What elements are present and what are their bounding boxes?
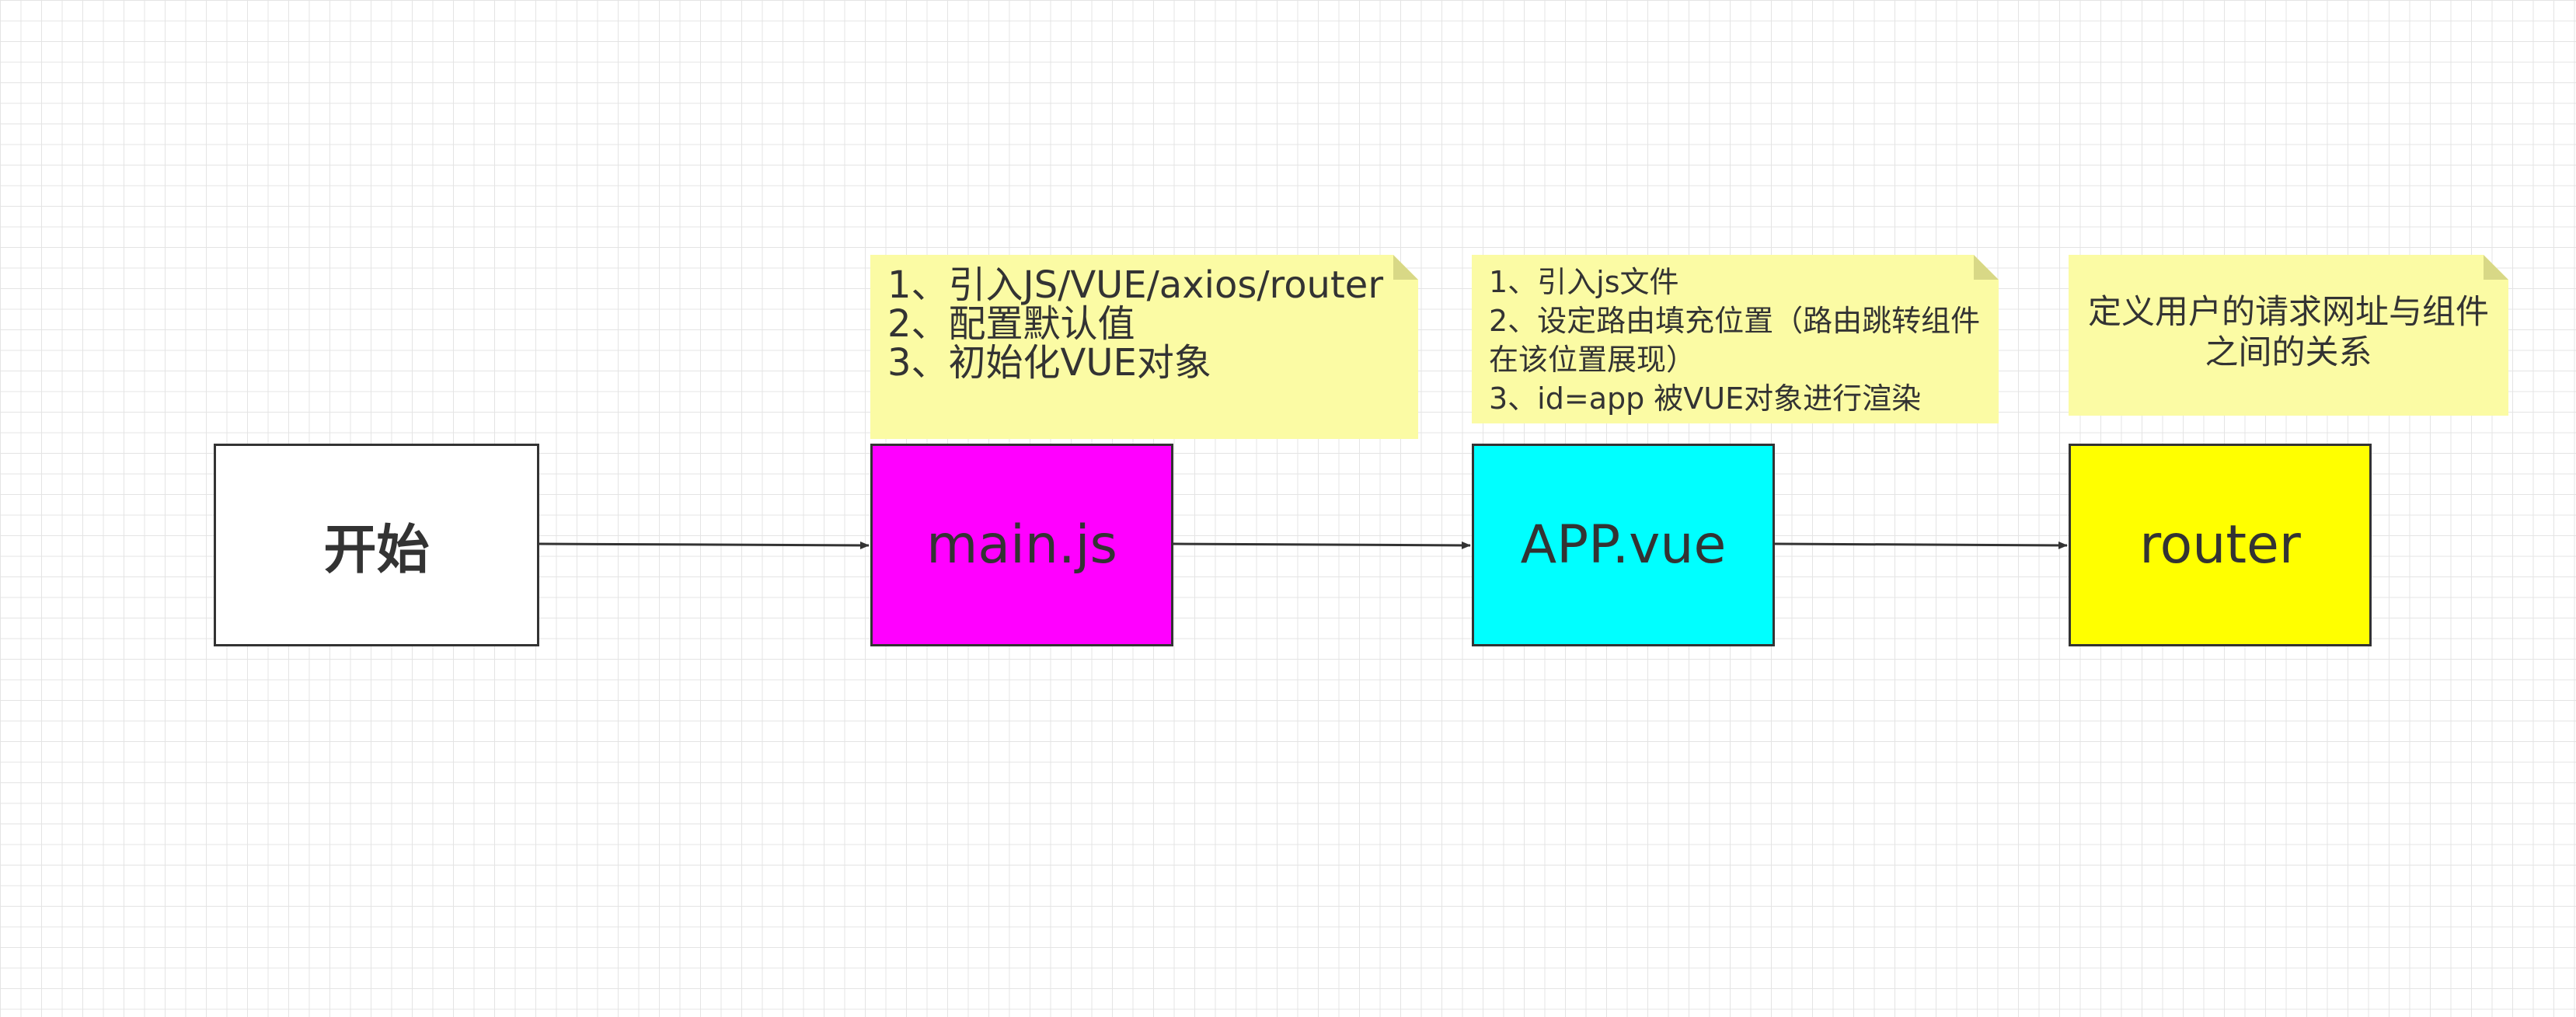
note-line: 2、设定路由填充位置（路由跳转组件在该位置展现）: [1489, 304, 1981, 377]
node-label: router: [2139, 514, 2301, 576]
node-start: 开始: [214, 444, 539, 646]
note-line: 3、id=app 被VUE对象进行渲染: [1489, 381, 1922, 416]
node-label: main.js: [926, 514, 1117, 576]
edge-app-to-router: [1774, 541, 2068, 549]
note-text: 定义用户的请求网址与组件之间的关系: [2088, 293, 2489, 372]
edge-main-to-app: [1173, 541, 1471, 549]
note-line: 1、引入JS/VUE/axios/router: [887, 263, 1384, 307]
note-app-vue: 1、引入js文件 2、设定路由填充位置（路由跳转组件在该位置展现） 3、id=a…: [1472, 255, 1999, 423]
note-line: 3、初始化VUE对象: [887, 341, 1211, 385]
node-label: 开始: [323, 520, 430, 581]
note-main-js: 1、引入JS/VUE/axios/router 2、配置默认值 3、初始化VUE…: [870, 255, 1418, 439]
edge-start-to-main: [539, 541, 870, 549]
node-app-vue: APP.vue: [1472, 444, 1775, 646]
note-router: 定义用户的请求网址与组件之间的关系: [2069, 255, 2508, 416]
node-router: router: [2069, 444, 2372, 646]
note-line: 1、引入js文件: [1489, 265, 1679, 299]
node-label: APP.vue: [1520, 514, 1727, 576]
note-line: 2、配置默认值: [887, 302, 1135, 346]
node-main-js: main.js: [870, 444, 1173, 646]
